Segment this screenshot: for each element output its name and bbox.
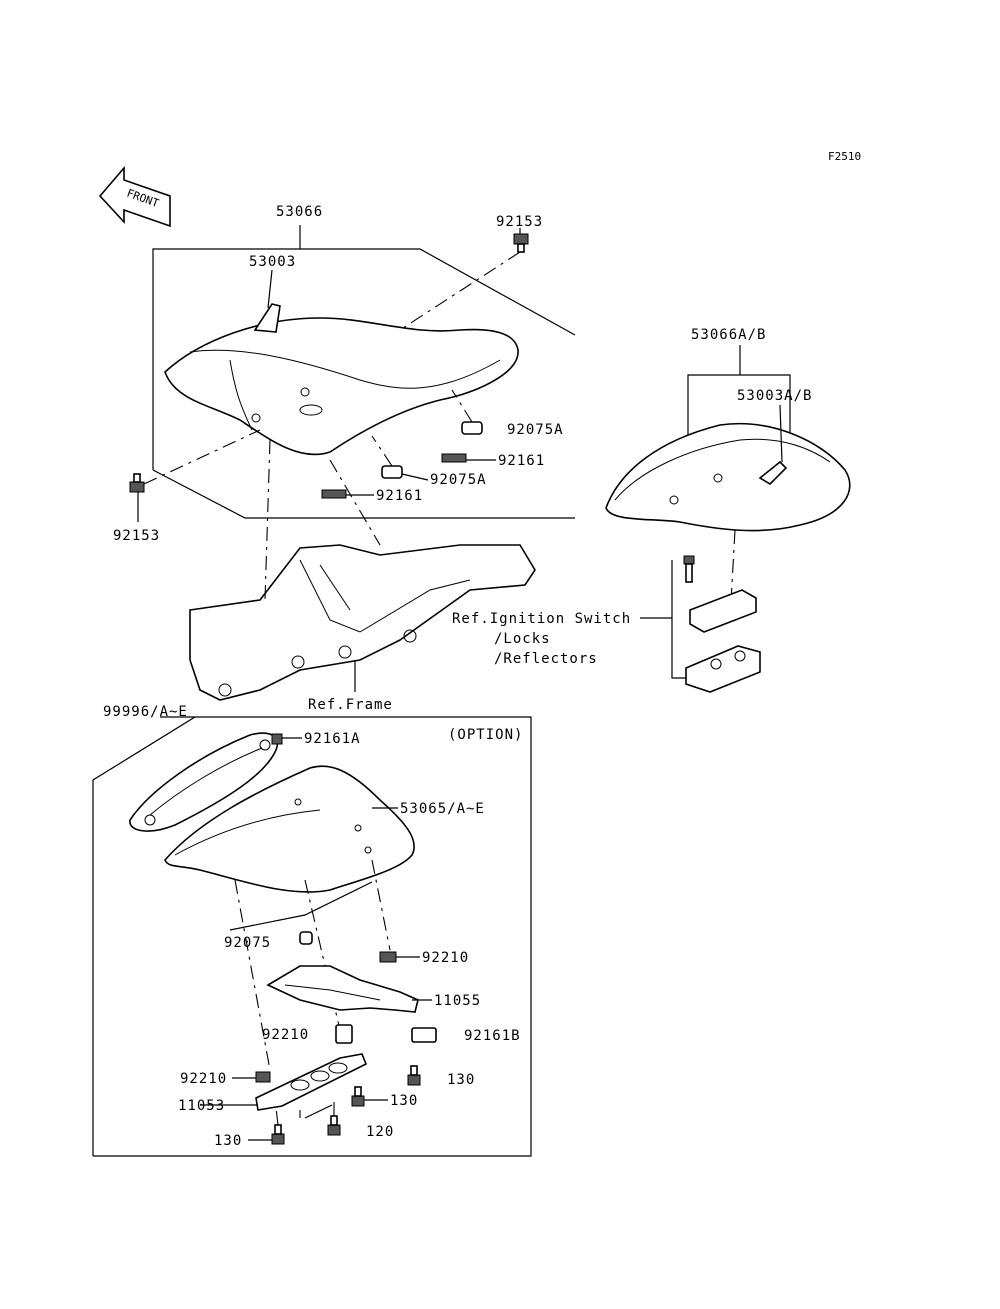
figure-code: F2510 [828,150,861,163]
rear-seat-cowl [605,422,851,532]
label-ref-reflectors: /Reflectors [494,651,598,667]
damper-1-icon [461,421,483,435]
label-92161-2: 92161 [376,488,423,504]
seat-cover-tab [253,303,281,333]
rear-assembly-bracket [687,374,791,465]
bolt-top-axis [399,251,521,331]
label-53066AB: 53066A/B [691,327,766,343]
label-130-a: 130 [447,1072,475,1088]
label-53066: 53066 [276,204,323,220]
lock-base [685,645,761,693]
bracket-11053 [255,1053,368,1111]
rear-frame [189,544,536,701]
lock-bolt-icon [683,555,695,583]
label-53003AB: 53003A/B [737,388,812,404]
rear-seat-group [605,345,851,693]
nut-1-icon [379,951,397,963]
frame-group [189,439,536,701]
damper-option-icon [299,931,313,945]
label-ref-ignition: Ref.Ignition Switch [452,611,631,627]
option-box-group [92,716,532,1157]
bolt-120-icon [327,1115,341,1136]
clip-a-icon [271,733,283,745]
bolt-left-axis [143,429,261,485]
lock-plate [689,589,757,633]
label-53065: 53065/A~E [400,801,485,817]
label-92210-1: 92210 [422,950,469,966]
label-92210-2: 92210 [262,1027,309,1043]
frame-axis-1 [264,439,271,601]
label-92075A-1: 92075A [507,422,564,438]
clip-1-icon [441,453,467,463]
bolt-left-icon [129,473,145,493]
label-92161A: 92161A [304,731,361,747]
bolt-130-a-icon [407,1065,421,1086]
label-11055: 11055 [434,993,481,1009]
leader-53003AB [779,404,783,463]
bracket-11055 [266,965,419,1013]
label-92153-top: 92153 [496,214,543,230]
damper-2-icon [381,465,403,479]
label-53003: 53003 [249,254,296,270]
label-92153-left: 92153 [113,528,160,544]
leader-53003 [267,269,273,309]
option-label: (OPTION) [448,727,523,743]
dim-bracket [304,1104,333,1119]
label-ref-locks: /Locks [494,631,551,647]
label-92161-1: 92161 [498,453,545,469]
label-92075: 92075 [224,935,271,951]
solo-seat-cowl [164,765,415,893]
front-seat-group [129,225,576,522]
label-120: 120 [366,1124,394,1140]
label-130-b: 130 [390,1093,418,1109]
rear-cover-tab [758,460,788,486]
clip-b-icon [411,1027,437,1043]
spacer-icon [335,1024,353,1044]
leader-92075A-2 [401,473,429,481]
nut-3-icon [255,1071,271,1083]
lock-bracket-line [671,560,690,679]
label-11053: 11053 [178,1098,225,1114]
clip-2-icon [321,489,347,499]
label-99996: 99996/A~E [103,704,188,720]
bolt-130-c-icon [271,1124,285,1145]
front-arrow-icon: FRONT [98,165,171,228]
frame-axis-2 [329,459,381,546]
label-ref-frame: Ref.Frame [308,697,393,713]
label-130-c: 130 [214,1133,242,1149]
label-92075A-2: 92075A [430,472,487,488]
cowl-axis-left [234,879,271,1071]
assembly-bracket-line [152,248,576,470]
assembly-bracket-bottom [152,469,575,519]
label-92161B: 92161B [464,1028,521,1044]
bolt-130-b-icon [351,1086,365,1107]
label-92210-3: 92210 [180,1071,227,1087]
bolt-top-icon [513,233,529,253]
leader-92075 [229,881,373,931]
damper-2-axis [371,435,393,467]
front-seat [164,317,519,456]
damper-1-axis [451,389,473,423]
bolt-130-c-axis [275,1107,279,1126]
option-box [92,716,532,1157]
